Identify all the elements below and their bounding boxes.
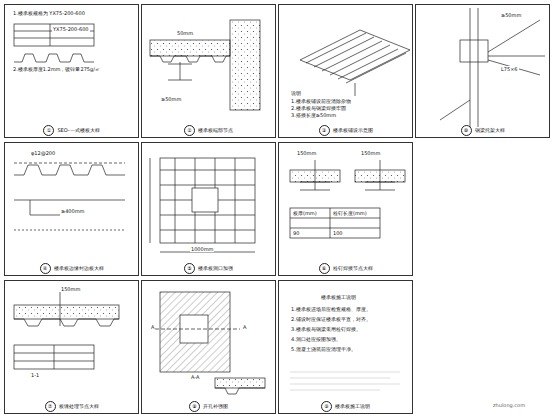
callout-number: ⑧ [189, 401, 200, 412]
annotation: 1000mm [190, 246, 214, 252]
callout-number: ③ [319, 125, 330, 136]
annotation: φ12@200 [30, 150, 56, 156]
annotation: 2.楼承板厚度1.2mm，镀锌量275g/㎡ [12, 66, 101, 72]
panel-title: 楼承板边缘封边板大样 [54, 265, 104, 271]
detail-panel: ⑩钢梁托架大样 [415, 4, 550, 138]
panel-caption: ⑧开孔补强图 [142, 399, 275, 413]
panel-title: 楼承板铺设示意图 [333, 127, 373, 133]
annotation: ≥50mm [160, 96, 182, 102]
annotation: 说明 [290, 90, 302, 96]
panel-caption: ⑦板缝处理节点大样 [5, 399, 138, 413]
annotation: L75×6 [500, 66, 519, 72]
callout-number: ⑤ [184, 263, 195, 274]
callout-number: ④ [40, 263, 51, 274]
annotation: ≥400mm [60, 208, 85, 214]
panel-caption: ⑤楼承板洞口加强 [142, 261, 275, 275]
annotation: 1.楼承板铺设前应清除杂物 [290, 98, 352, 104]
callout-number: ⑨ [321, 401, 332, 412]
panel-caption: ⑩钢梁托架大样 [416, 123, 549, 137]
panel-title: 楼承板洞口加强 [198, 265, 233, 271]
annotation: 2.楼承板与钢梁焊接牢固 [290, 105, 347, 111]
panel-title: 栓钉焊接节点大样 [333, 265, 373, 271]
annotation: ≥50mm [500, 12, 522, 18]
callout-number: ⑦ [45, 401, 56, 412]
detail-panel: ⑧开孔补强图 [141, 280, 276, 414]
callout-number: ⑥ [319, 263, 330, 274]
annotation: 1.楼承板进场后应检查规格、厚度。 [290, 306, 372, 312]
panel-caption: ②楼承板端部节点 [142, 123, 275, 137]
annotation: 楼承板施工说明 [320, 294, 357, 300]
callout-number: ② [184, 125, 195, 136]
panel-title: 楼承板端部节点 [198, 127, 233, 133]
annotation: 3.楼承板与钢梁采用栓钉焊接。 [290, 326, 362, 332]
annotation: A-A [190, 374, 200, 380]
annotation: 4.洞口处应按图加强。 [290, 336, 342, 342]
annotation: 2.铺设时应保证楼承板平直，对齐。 [290, 316, 372, 322]
watermark: zhulong.com [492, 402, 526, 408]
detail-panel: ⑥栓钉焊接节点大样 [278, 142, 413, 276]
annotation: 150mm [360, 150, 381, 156]
annotation: 150mm [60, 286, 81, 292]
annotation: A [242, 324, 247, 330]
annotation: 1.楼承板规格为 YX75-200-600 [12, 10, 86, 16]
annotation: 1-1 [30, 372, 40, 378]
panel-caption: ④楼承板边缘封边板大样 [5, 261, 138, 275]
annotation: 5.混凝土浇筑前应清理干净。 [290, 346, 357, 352]
annotation: 90 [292, 230, 300, 236]
annotation: 100 [332, 230, 344, 236]
annotation: 150mm [296, 150, 317, 156]
panel-title: 钢梁托架大样 [475, 127, 505, 133]
annotation: 3.搭接长度≥50mm [290, 112, 337, 118]
panel-title: SEO-一式楼板大样 [57, 127, 99, 133]
annotation: YX75-200-600 [52, 26, 90, 32]
panel-title: 板缝处理节点大样 [59, 403, 99, 409]
panel-title: 楼承板施工说明 [335, 403, 370, 409]
annotation: 板厚(mm) [292, 210, 318, 216]
detail-panel: ②楼承板端部节点 [141, 4, 276, 138]
panel-caption: ⑥栓钉焊接节点大样 [279, 261, 412, 275]
callout-number: ⑩ [461, 125, 472, 136]
detail-panel: ⑦板缝处理节点大样 [4, 280, 139, 414]
annotation: 50mm [176, 30, 194, 36]
detail-panel: ⑤楼承板洞口加强 [141, 142, 276, 276]
panel-caption: ①SEO-一式楼板大样 [5, 123, 138, 137]
annotation: 栓钉长度(mm) [332, 210, 368, 216]
panel-caption: ⑨楼承板施工说明 [279, 399, 412, 413]
annotation: A [150, 324, 155, 330]
panel-title: 开孔补强图 [203, 403, 228, 409]
panel-caption: ③楼承板铺设示意图 [279, 123, 412, 137]
callout-number: ① [43, 125, 54, 136]
